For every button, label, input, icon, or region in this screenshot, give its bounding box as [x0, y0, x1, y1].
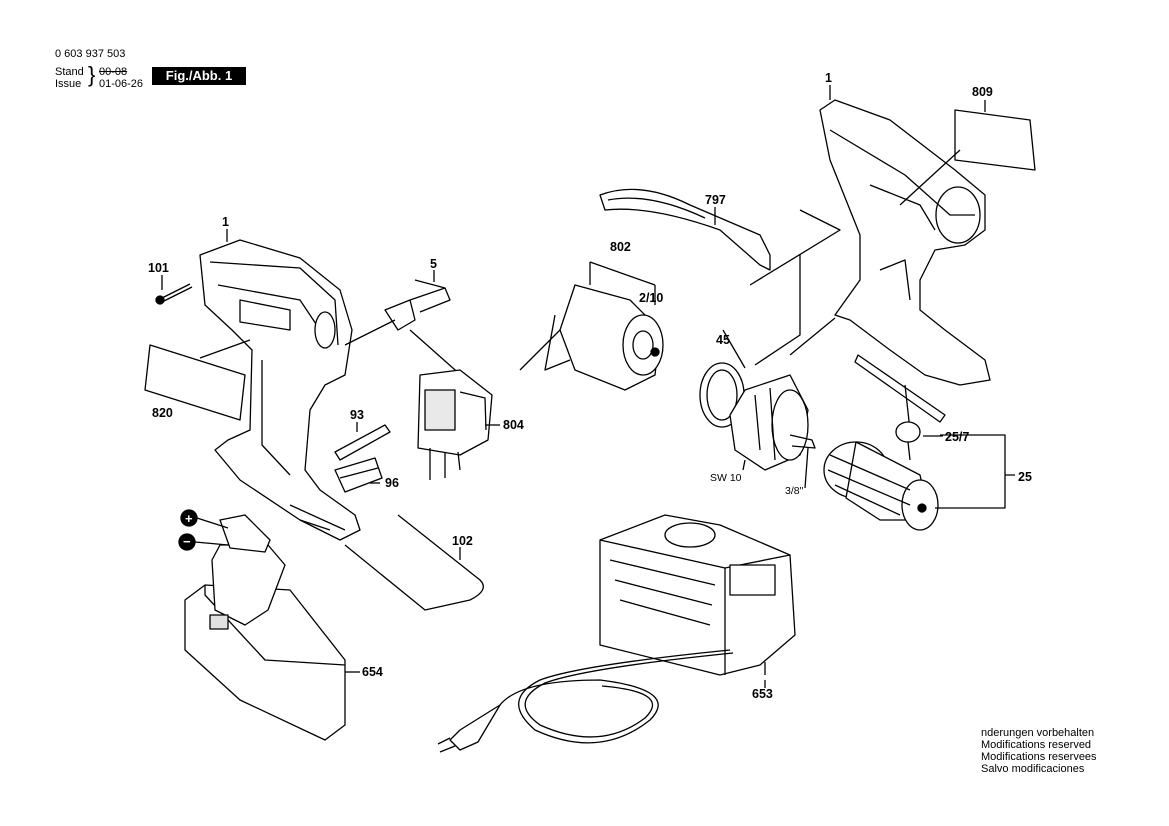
bit-93 [334, 424, 391, 461]
stand-date: 00-08 [99, 66, 128, 78]
part-label-screw: 101 [148, 261, 169, 275]
issue-date: 01-06-26 [99, 78, 144, 90]
part-label-bit: 93 [350, 408, 364, 422]
part-label-battery: 654 [362, 665, 383, 679]
label-strip-809 [954, 109, 1036, 171]
drill-housing-right [819, 99, 991, 386]
gearbox-assembly [729, 374, 816, 471]
notice-line-english: Modifications reserved [981, 739, 1092, 751]
part-label-chuck: 25 [1018, 470, 1032, 484]
charger-653 [599, 514, 796, 676]
part-label-motor: 802 [610, 240, 631, 254]
drill-housing-left [199, 239, 361, 541]
part-label-housing-right: 1 [825, 71, 832, 85]
motor-802 [519, 284, 664, 391]
battery-pack-654 [184, 514, 346, 741]
power-cord [437, 649, 734, 753]
strap-797 [599, 188, 771, 271]
label-plate-820 [144, 344, 246, 421]
figure-label: Fig./Abb. 1 [152, 67, 246, 85]
switch-804 [417, 369, 493, 480]
brace-glyph: } [88, 62, 96, 87]
part-label-sw: SW 10 [710, 472, 742, 484]
part-label-switch-slider: 5 [430, 257, 437, 271]
part-label-chuck-key: 25/7 [945, 430, 969, 444]
notice-line-german: nderungen vorbehalten [981, 727, 1095, 739]
part-label-gear-ring: 45 [716, 333, 730, 347]
part-label-wire-clip: 102 [452, 534, 473, 548]
part-label-label-strip: 809 [972, 85, 993, 99]
stand-label: Stand [55, 66, 84, 78]
issue-label: Issue [55, 78, 82, 90]
chuck-key-25-7 [854, 354, 946, 461]
document-number: 0 603 937 503 [55, 48, 126, 60]
plus-sign: + [185, 511, 193, 526]
chuck-25 [823, 441, 939, 531]
switch-slider-5 [384, 279, 451, 331]
screw-101 [155, 283, 193, 305]
wire-clip-102 [344, 514, 484, 611]
bit-holder-96 [334, 457, 383, 493]
minus-sign: − [183, 534, 191, 549]
notice-line-french: Modifications reservees [981, 751, 1097, 763]
part-label-thread: 3/8" [785, 485, 804, 497]
part-label-charger: 653 [752, 687, 773, 701]
notice-line-spanish: Salvo modificaciones [981, 763, 1085, 775]
part-label-motor-sub: 2/10 [639, 291, 663, 305]
part-label-bit-holder: 96 [385, 476, 399, 490]
modification-notice: nderungen vorbehalten Modifications rese… [981, 727, 1097, 775]
part-label-strap: 797 [705, 193, 726, 207]
part-label-label-plate: 820 [152, 406, 173, 420]
part-label-switch: 804 [503, 418, 524, 432]
part-label-housing-left: 1 [222, 215, 229, 229]
